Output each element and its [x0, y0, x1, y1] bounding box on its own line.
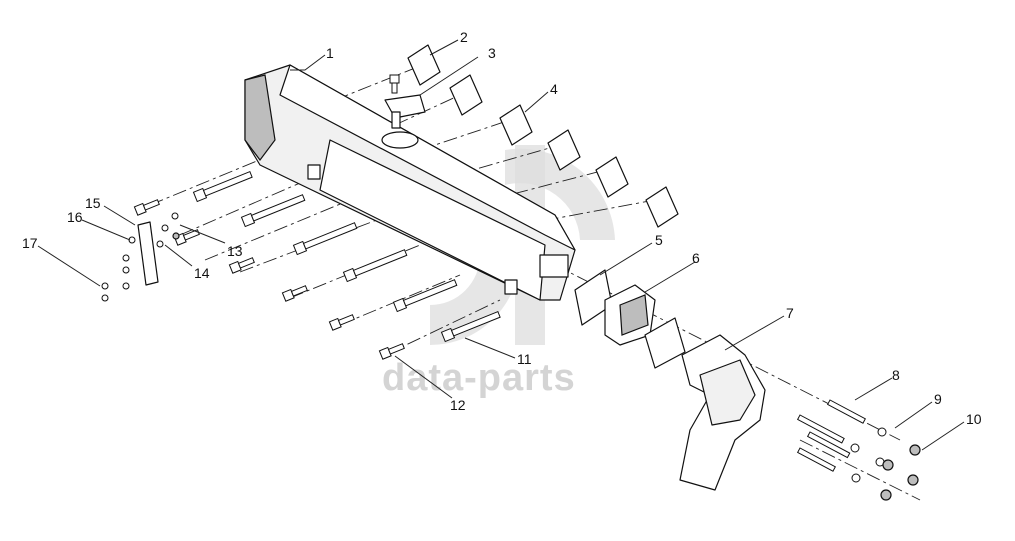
callout-12: 12	[450, 397, 466, 413]
manifold-gaskets	[407, 44, 679, 228]
callout-14: 14	[194, 265, 210, 281]
leader-lines	[37, 39, 965, 451]
exhaust-elbow	[679, 334, 766, 491]
heat-shield	[604, 284, 656, 346]
callout-2: 2	[460, 29, 468, 45]
short-bolts	[133, 199, 405, 360]
callout-10: 10	[966, 411, 982, 427]
callout-8: 8	[892, 367, 900, 383]
callout-labels: 1 2 3 4 5 6 7 8 9 10 11 12 13 14 15 16 1…	[22, 29, 982, 427]
watermark-text: data-parts	[382, 357, 576, 399]
nuts	[880, 444, 921, 501]
washers	[850, 427, 887, 483]
callout-4: 4	[550, 81, 558, 97]
callout-9: 9	[934, 391, 942, 407]
callout-3: 3	[488, 45, 496, 61]
callout-1: 1	[326, 45, 334, 61]
exhaust-manifold	[244, 64, 576, 301]
callout-7: 7	[786, 305, 794, 321]
callout-17: 17	[22, 235, 38, 251]
callout-13: 13	[227, 243, 243, 259]
stud-bolts	[796, 399, 866, 472]
manifold-bolts	[192, 170, 501, 343]
sensor-bracket	[384, 94, 426, 129]
elbow-gasket	[644, 317, 686, 369]
callout-11: 11	[517, 351, 532, 367]
callout-15: 15	[85, 195, 101, 211]
callout-16: 16	[67, 209, 83, 225]
sensor-bolt	[389, 74, 400, 94]
callout-5: 5	[655, 232, 663, 248]
callout-6: 6	[692, 250, 700, 266]
mounting-bracket	[101, 212, 180, 302]
